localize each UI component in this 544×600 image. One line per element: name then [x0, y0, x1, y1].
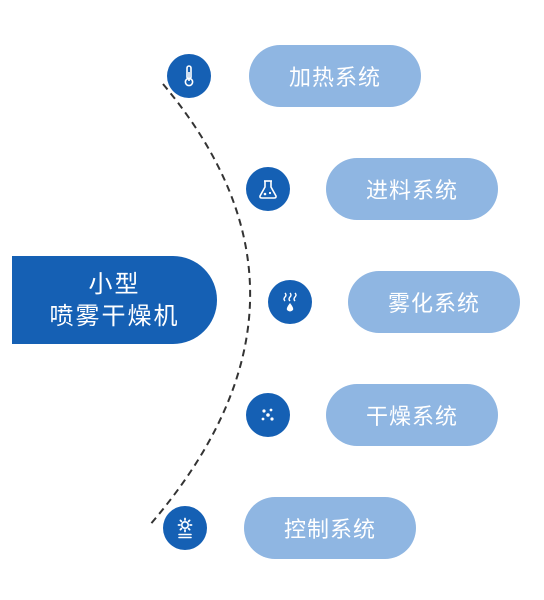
thermometer-icon	[167, 54, 211, 98]
control-system-label: 控制系统	[283, 518, 376, 543]
title-tab: 小型 喷雾干燥机	[12, 256, 217, 344]
atomizing-system-label: 雾化系统	[387, 292, 480, 317]
flask-icon	[246, 167, 290, 211]
particles-icon	[246, 393, 290, 437]
drying-system-pill: 干燥系统	[326, 384, 498, 446]
feeding-system-pill: 进料系统	[326, 158, 498, 220]
feeding-system-label: 进料系统	[365, 179, 458, 204]
title-line-2: 喷雾干燥机	[49, 302, 180, 330]
settings-icon	[163, 506, 207, 550]
drying-system-label: 干燥系统	[365, 405, 458, 430]
title-line-1: 小型	[88, 269, 141, 298]
heating-system-label: 加热系统	[288, 66, 381, 91]
heating-system-pill: 加热系统	[249, 45, 421, 107]
control-system-pill: 控制系统	[244, 497, 416, 559]
atomizing-system-pill: 雾化系统	[348, 271, 520, 333]
water-drop-icon	[268, 280, 312, 324]
